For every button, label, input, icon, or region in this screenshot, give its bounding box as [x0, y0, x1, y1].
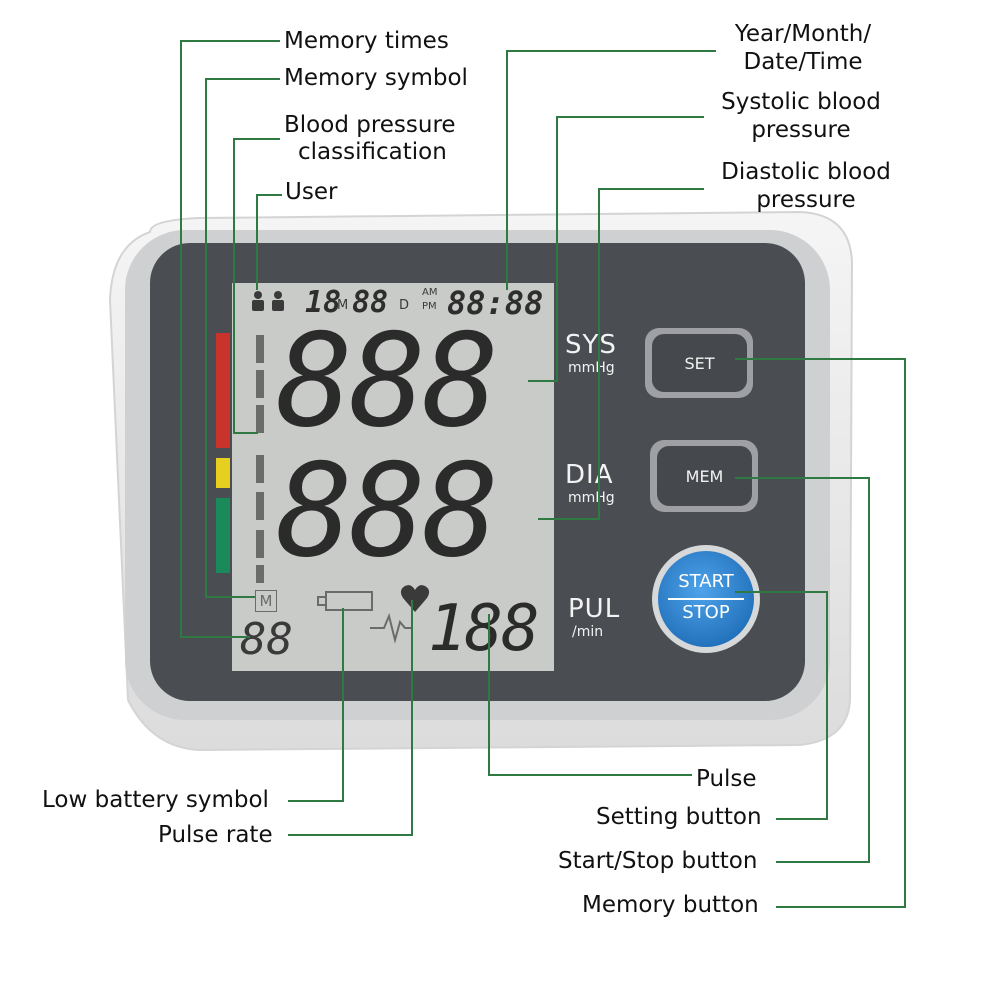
label-memory-symbol: Memory symbol	[284, 65, 468, 91]
heart-icon	[400, 585, 430, 612]
leader-diastolic-v	[598, 188, 600, 520]
leader-pulse	[488, 774, 692, 776]
label-bp-classification-1: Blood pressure	[284, 112, 456, 138]
leader-startstop-button-h2	[735, 477, 870, 479]
classification-segments	[256, 335, 264, 583]
pulse-wave-icon	[370, 612, 412, 644]
label-systolic-2: pressure	[751, 117, 851, 143]
lcd-pm: PM	[422, 301, 437, 312]
leader-memory-button-v	[904, 358, 906, 908]
leader-systolic	[556, 116, 704, 118]
leader-systolic-h2	[528, 380, 558, 382]
leader-memory-times-v	[180, 40, 182, 638]
pul-label: PUL	[568, 594, 621, 624]
leader-memory-symbol-h2	[205, 596, 255, 598]
leader-setting-button	[776, 818, 828, 820]
leader-pulse-v	[488, 614, 490, 776]
leader-setting-button-v	[826, 591, 828, 820]
leader-battery-v	[342, 608, 344, 802]
leader-startstop-button-v	[868, 477, 870, 863]
lcd-day-unit: D	[399, 298, 410, 313]
leader-diastolic-h2	[538, 518, 600, 520]
lcd-month-unit: M	[337, 298, 349, 313]
lcd-memory-times: 88	[240, 614, 293, 665]
leader-datetime-v	[506, 50, 508, 290]
start-stop-button[interactable]: START STOP	[658, 551, 754, 647]
label-user: User	[285, 179, 338, 205]
sys-unit: mmHg	[568, 360, 615, 376]
label-bp-classification-2: classification	[298, 139, 447, 165]
set-button-face	[652, 334, 747, 392]
set-button[interactable]: SET	[684, 353, 715, 373]
leader-startstop-button	[776, 861, 870, 863]
mem-button-face	[657, 446, 752, 506]
label-pulse-rate: Pulse rate	[158, 822, 273, 848]
label-low-battery: Low battery symbol	[42, 787, 269, 813]
label-setting-button: Setting button	[596, 804, 762, 830]
lcd-pulse: 188	[428, 592, 540, 666]
leader-classification	[233, 138, 280, 140]
label-diastolic-2: pressure	[756, 187, 856, 213]
lcd-diastolic: 888	[276, 437, 499, 586]
leader-classification-h2	[233, 432, 258, 434]
battery-icon	[317, 591, 373, 611]
label-systolic-1: Systolic blood	[721, 89, 881, 115]
user-icon	[252, 291, 284, 311]
sys-label: SYS	[565, 330, 617, 360]
leader-pulse-rate-v	[411, 600, 413, 836]
dia-unit: mmHg	[568, 490, 615, 506]
label-memory-button: Memory button	[582, 892, 759, 918]
label-memory-times: Memory times	[284, 28, 449, 54]
classification-bar-yellow	[216, 458, 230, 488]
leader-memory-symbol-v	[205, 78, 207, 598]
leader-datetime	[506, 50, 716, 52]
leader-battery	[288, 800, 344, 802]
leader-user	[256, 194, 282, 196]
leader-pulse-rate	[288, 834, 413, 836]
label-start-stop-button: Start/Stop button	[558, 848, 758, 874]
mem-button[interactable]: MEM	[685, 466, 724, 486]
dia-label: DIA	[565, 460, 614, 490]
leader-diastolic	[598, 188, 704, 190]
leader-memory-button-h2	[735, 358, 906, 360]
leader-systolic-v	[556, 116, 558, 382]
leader-classification-v	[233, 138, 235, 434]
leader-memory-button	[776, 906, 906, 908]
pul-unit: /min	[572, 624, 604, 640]
lcd-screen	[232, 283, 554, 671]
lcd-month: 18	[305, 285, 342, 320]
leader-setting-button-h2	[735, 591, 828, 593]
leader-memory-times-h2	[180, 636, 250, 638]
label-diastolic-1: Diastolic blood	[721, 159, 891, 185]
stop-label: STOP	[682, 602, 730, 623]
classification-bar-green	[216, 498, 230, 573]
leader-user-v	[256, 194, 258, 290]
leader-memory-times	[180, 40, 280, 42]
label-datetime-1: Year/Month/	[734, 21, 872, 47]
lcd-day: 88	[352, 285, 389, 320]
lcd-systolic: 888	[276, 307, 499, 456]
leader-memory-symbol	[205, 78, 280, 80]
label-datetime-2: Date/Time	[743, 49, 863, 75]
label-pulse: Pulse	[696, 766, 757, 792]
lcd-memory-symbol: M	[255, 590, 277, 612]
start-label: START	[678, 571, 734, 592]
lcd-time: 88:88	[447, 284, 544, 322]
classification-bar-red	[216, 333, 230, 448]
lcd-am: AM	[422, 287, 438, 298]
